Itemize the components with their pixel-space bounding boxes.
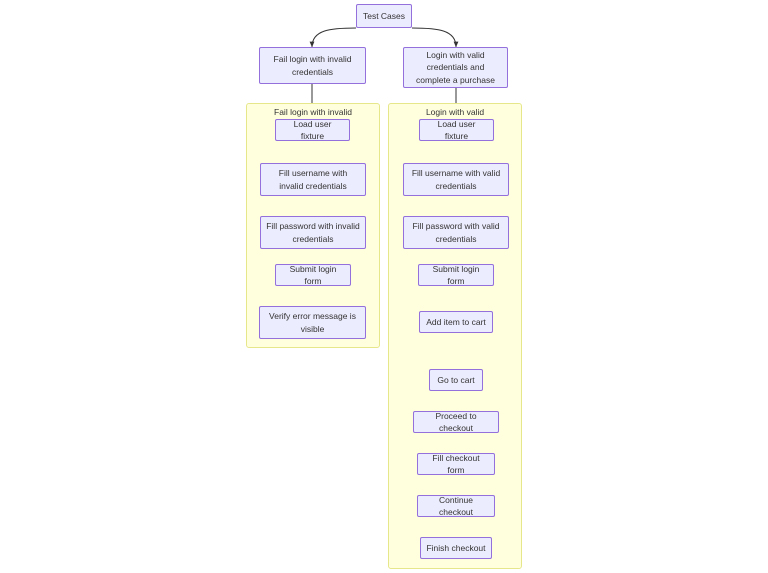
step-valid-load-user-fixture[interactable]: Load user fixture [419, 119, 494, 141]
step-fail-load-user-fixture[interactable]: Load user fixture [275, 119, 350, 141]
node-label: Fill username with valid credentials [411, 168, 501, 191]
subgraph-title: Fail login with invalid [274, 107, 352, 117]
node-label: Continue checkout [438, 494, 474, 517]
step-fail-submit-login-form[interactable]: Submit login form [275, 264, 351, 286]
node-label: Test Cases [362, 10, 406, 21]
step-fail-fill-password[interactable]: Fill password with invalid credentials [260, 216, 366, 249]
step-valid-proceed-to-checkout[interactable]: Proceed to checkout [413, 411, 499, 433]
step-valid-continue-checkout[interactable]: Continue checkout [417, 495, 495, 517]
node-label: Login with valid credentials and complet… [416, 50, 495, 85]
node-label: Submit login form [289, 263, 337, 286]
edge-root-to-valid [411, 27, 459, 48]
step-fail-fill-username[interactable]: Fill username with invalid credentials [260, 163, 366, 196]
node-label: Add item to cart [426, 316, 486, 327]
step-valid-fill-username[interactable]: Fill username with valid credentials [403, 163, 509, 196]
node-label: Fill checkout form [432, 452, 480, 475]
node-label: Fill password with invalid credentials [266, 221, 360, 244]
step-valid-add-item-to-cart[interactable]: Add item to cart [419, 311, 493, 333]
node-label: Fill password with valid credentials [412, 221, 500, 244]
step-valid-submit-login-form[interactable]: Submit login form [418, 264, 494, 286]
node-valid-login-branch[interactable]: Login with valid credentials and complet… [403, 47, 508, 88]
subgraph-title: Login with valid [425, 107, 485, 117]
node-label: Fill username with invalid credentials [278, 168, 348, 191]
node-label: Fail login with invalid credentials [273, 54, 352, 77]
step-fail-verify-error-message[interactable]: Verify error message is visible [259, 306, 366, 339]
step-valid-fill-checkout-form[interactable]: Fill checkout form [417, 453, 495, 475]
node-label: Verify error message is visible [269, 311, 356, 334]
node-label: Load user fixture [293, 118, 332, 141]
node-fail-login-branch[interactable]: Fail login with invalid credentials [259, 47, 366, 84]
node-label: Load user fixture [437, 118, 476, 141]
edge-root-to-fail [309, 27, 357, 48]
node-label: Go to cart [437, 374, 475, 385]
step-valid-go-to-cart[interactable]: Go to cart [429, 369, 483, 391]
step-valid-fill-password[interactable]: Fill password with valid credentials [403, 216, 509, 249]
node-label: Proceed to checkout [435, 410, 477, 433]
node-label: Finish checkout [426, 542, 486, 553]
node-test-cases[interactable]: Test Cases [356, 4, 412, 28]
node-label: Submit login form [432, 263, 480, 286]
step-valid-finish-checkout[interactable]: Finish checkout [420, 537, 492, 559]
